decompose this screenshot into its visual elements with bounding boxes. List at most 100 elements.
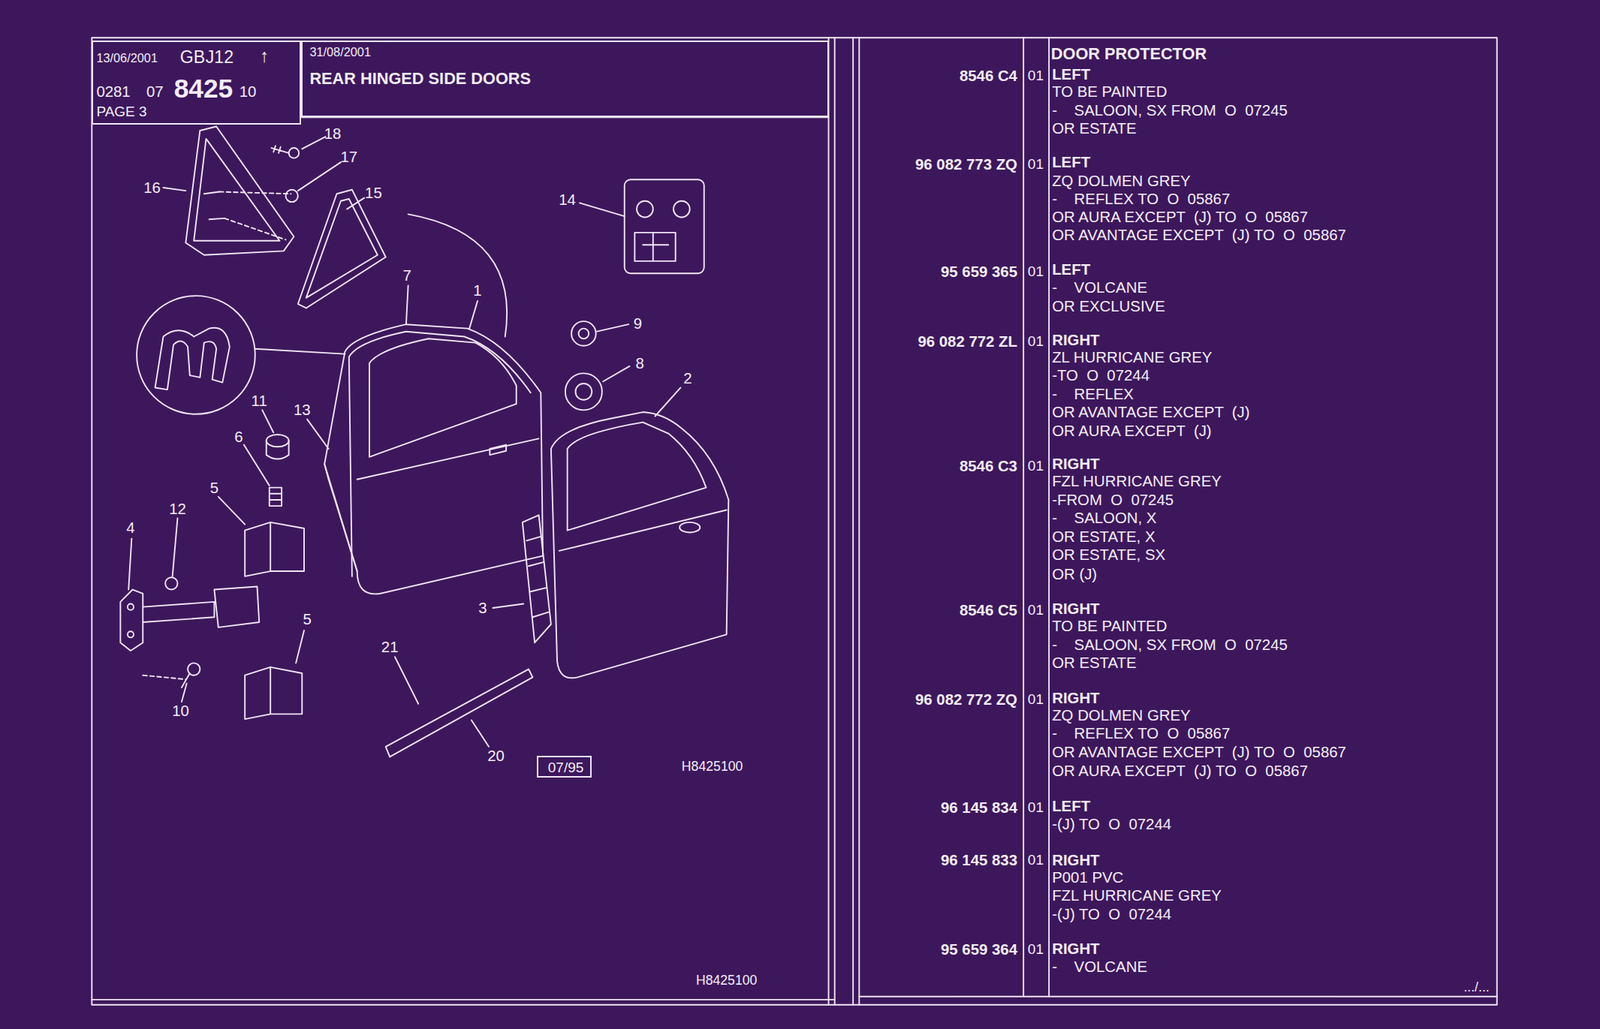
door-lock bbox=[673, 201, 691, 218]
hinge bbox=[244, 522, 305, 577]
part-number: 96 082 772 ZQ bbox=[915, 692, 1018, 708]
callout-number: 5 bbox=[210, 479, 219, 495]
frame-line bbox=[91, 999, 835, 1001]
description: - REFLEX bbox=[1051, 385, 1134, 401]
door-line bbox=[559, 510, 727, 552]
callout-number: 6 bbox=[234, 428, 243, 444]
page-frame bbox=[91, 37, 1497, 1005]
description: ZL HURRICANE GREY bbox=[1051, 349, 1212, 365]
door-seal bbox=[349, 331, 531, 577]
check-strap bbox=[127, 631, 134, 638]
side-label: LEFT bbox=[1051, 154, 1091, 170]
side-label: RIGHT bbox=[1051, 331, 1100, 347]
part-number: 8546 C5 bbox=[959, 602, 1018, 618]
door-window bbox=[567, 422, 707, 531]
quantity: 01 bbox=[1027, 459, 1044, 474]
door-line bbox=[324, 438, 539, 572]
nut bbox=[165, 577, 178, 590]
quantity: 01 bbox=[1027, 602, 1044, 618]
callout-number: 13 bbox=[293, 402, 311, 418]
column-line bbox=[1048, 37, 1050, 998]
screw bbox=[289, 147, 300, 159]
door-handle bbox=[679, 522, 700, 534]
grommet bbox=[578, 328, 590, 340]
drawing-code: H8425100 bbox=[681, 760, 744, 775]
quantity: 01 bbox=[1027, 943, 1044, 958]
description: OR ESTATE bbox=[1051, 120, 1136, 136]
door-window bbox=[369, 338, 517, 458]
side-label: LEFT bbox=[1051, 66, 1091, 82]
header-text: J12 bbox=[205, 48, 234, 67]
door-lock bbox=[636, 201, 654, 218]
callout-number: 8 bbox=[635, 355, 644, 371]
header-box: 13/06/2001GBJ12↑028107842510PAGE 3 bbox=[91, 40, 302, 124]
seal-section bbox=[155, 328, 230, 390]
header-text: 07 bbox=[146, 83, 164, 99]
callout-number: 2 bbox=[683, 370, 692, 386]
side-label: RIGHT bbox=[1051, 941, 1100, 957]
quarter-frame bbox=[185, 126, 294, 256]
grommet bbox=[565, 373, 603, 410]
table-heading: DOOR PROTECTOR bbox=[1051, 45, 1207, 63]
part-number: 96 082 773 ZQ bbox=[915, 156, 1018, 172]
callout-number: 10 bbox=[171, 703, 190, 719]
description: -FROM O 07245 bbox=[1051, 492, 1174, 508]
detail-circle bbox=[136, 295, 256, 415]
hinge bbox=[244, 667, 302, 720]
header-text: 07/95 bbox=[548, 760, 585, 775]
description: -TO O 07244 bbox=[1051, 367, 1150, 383]
part-number: 96 145 833 bbox=[940, 852, 1018, 868]
screw bbox=[271, 145, 290, 154]
part-number: 8546 C3 bbox=[959, 458, 1018, 474]
grommet bbox=[575, 383, 593, 401]
quarter-frame-pins bbox=[204, 192, 225, 220]
side-label: LEFT bbox=[1051, 798, 1091, 814]
callout-number: 20 bbox=[487, 748, 505, 764]
description: OR ESTATE, X bbox=[1051, 529, 1155, 545]
description: - SALOON, X bbox=[1051, 510, 1157, 526]
quantity: 01 bbox=[1027, 801, 1044, 816]
description: - SALOON, SX FROM O 07245 bbox=[1051, 637, 1288, 653]
header-box: 31/08/2001REAR HINGED SIDE DOORS bbox=[301, 40, 829, 118]
frame-line bbox=[852, 37, 854, 1005]
header-text: ↑ bbox=[259, 47, 269, 66]
description: OR AVANTAGE EXCEPT (J) TO O 05867 bbox=[1051, 744, 1347, 760]
side-label: RIGHT bbox=[1051, 852, 1100, 868]
quantity: 01 bbox=[1027, 68, 1044, 83]
description: TO BE PAINTED bbox=[1051, 84, 1167, 100]
callout-number: 12 bbox=[168, 501, 187, 517]
header-text: 13/06/2001 bbox=[96, 51, 158, 64]
part-number: 96 082 772 ZL bbox=[917, 334, 1018, 350]
door bbox=[324, 324, 543, 594]
buffer bbox=[266, 434, 290, 447]
description: OR EXCLUSIVE bbox=[1051, 298, 1166, 314]
part-number: 95 659 364 bbox=[940, 942, 1018, 958]
callout-number: 5 bbox=[302, 611, 311, 627]
side-label: RIGHT bbox=[1051, 456, 1100, 472]
description: FZL HURRICANE GREY bbox=[1051, 473, 1222, 489]
stud bbox=[269, 488, 282, 507]
buffer bbox=[266, 440, 290, 459]
header-text: GB bbox=[180, 48, 205, 67]
header-text: PAGE 3 bbox=[96, 104, 147, 119]
description: ZQ DOLMEN GREY bbox=[1051, 172, 1191, 188]
description: - VOLCANE bbox=[1051, 959, 1148, 975]
quantity: 01 bbox=[1027, 852, 1044, 868]
side-label: RIGHT bbox=[1051, 601, 1100, 617]
door-lock bbox=[624, 179, 705, 274]
header-text: 31/08/2001 bbox=[309, 45, 371, 58]
column-line bbox=[1022, 37, 1025, 998]
part-number: 95 659 365 bbox=[940, 263, 1018, 279]
frame-line bbox=[834, 37, 836, 1005]
frame-line bbox=[828, 37, 830, 1005]
door-lock bbox=[634, 232, 675, 262]
description: OR ESTATE bbox=[1051, 655, 1136, 671]
description: OR AURA EXCEPT (J) TO O 05867 bbox=[1051, 209, 1308, 225]
part-number: 8546 C4 bbox=[959, 67, 1018, 83]
description: - REFLEX TO O 05867 bbox=[1051, 726, 1230, 742]
header-text: 10 bbox=[239, 83, 257, 99]
quantity: 01 bbox=[1027, 693, 1044, 708]
callout-number: 18 bbox=[324, 126, 342, 142]
quarter-glass bbox=[298, 189, 386, 309]
